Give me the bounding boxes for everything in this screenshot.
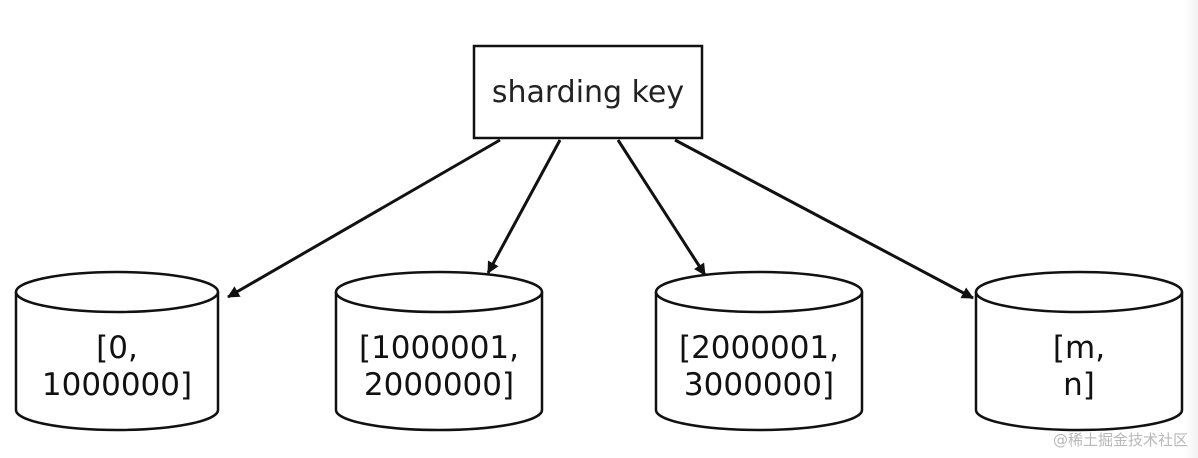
sharding-key-label: sharding key — [492, 75, 684, 110]
shard-2-range-start: [1000001, — [359, 330, 519, 366]
arrow-to-shard-1 — [227, 138, 501, 299]
shard-1-range-start: [0, — [96, 330, 138, 366]
shard-2-range-end: 2000000] — [364, 367, 514, 403]
shard-cylinder-4: [m, n] — [974, 270, 1184, 432]
shard-3-range-start: [2000001, — [679, 330, 839, 366]
watermark-text: @稀土掘金技术社区 — [1052, 431, 1188, 449]
shard-4-range-start: [m, — [1053, 330, 1105, 366]
shard-cylinder-2: [1000001, 2000000] — [334, 270, 544, 432]
shard-cylinder-3: [2000001, 3000000] — [654, 270, 864, 432]
shard-1-range-end: 1000000] — [42, 367, 192, 403]
shard-4-range-end: n] — [1063, 367, 1095, 403]
right-edge-shade — [1184, 0, 1198, 458]
shard-3-range-end: 3000000] — [684, 367, 834, 403]
shard-cylinder-1: [0, 1000000] — [14, 270, 220, 432]
arrow-to-shard-2 — [486, 139, 562, 274]
arrow-to-shard-4 — [674, 138, 974, 300]
sharding-key-box: sharding key — [472, 44, 704, 140]
arrow-to-shard-3 — [616, 139, 707, 276]
